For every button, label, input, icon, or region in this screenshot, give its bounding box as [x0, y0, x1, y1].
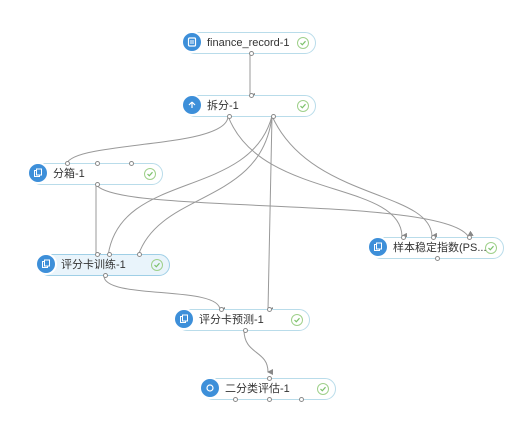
- output-port[interactable]: [233, 397, 238, 402]
- node-scorecard-train[interactable]: 评分卡训练-1: [35, 252, 170, 278]
- output-port[interactable]: [249, 51, 254, 56]
- input-port[interactable]: [249, 93, 254, 98]
- output-port[interactable]: [243, 328, 248, 333]
- node-label: 二分类评估-1: [225, 383, 290, 395]
- edge-split-to-psi-right: [271, 115, 438, 239]
- success-check-icon: [144, 168, 156, 180]
- edge-split-to-predict: [267, 115, 274, 314]
- output-port[interactable]: [299, 397, 304, 402]
- input-port[interactable]: [129, 161, 134, 166]
- node-label: 评分卡预测-1: [199, 314, 264, 326]
- success-check-icon: [317, 383, 329, 395]
- success-check-icon: [291, 314, 303, 326]
- node-label: finance_record-1: [207, 37, 290, 49]
- output-port-left[interactable]: [227, 114, 232, 119]
- input-port[interactable]: [65, 161, 70, 166]
- edge-binning-to-psi: [95, 183, 474, 237]
- node-split[interactable]: 拆分-1: [181, 93, 316, 119]
- copy-icon: [367, 236, 389, 258]
- edge-train-to-predict: [103, 275, 226, 313]
- input-port[interactable]: [267, 376, 272, 381]
- edge-split-to-train-a: [107, 115, 273, 260]
- input-port[interactable]: [107, 252, 112, 257]
- input-port[interactable]: [95, 252, 100, 257]
- node-finance-record[interactable]: finance_record-1: [181, 31, 316, 56]
- edge-split-to-binning: [65, 115, 229, 170]
- copy-icon: [27, 162, 49, 184]
- edge-split-to-psi-left: [227, 115, 408, 239]
- success-check-icon: [151, 259, 163, 271]
- node-label: 分箱-1: [53, 168, 85, 180]
- output-port[interactable]: [267, 397, 272, 402]
- node-binning[interactable]: 分箱-1: [27, 161, 163, 187]
- split-icon: [181, 94, 203, 116]
- input-port[interactable]: [95, 161, 100, 166]
- circle-icon: [199, 377, 221, 399]
- copy-icon: [173, 308, 195, 330]
- output-port[interactable]: [435, 256, 440, 261]
- copy-icon: [35, 253, 57, 275]
- output-port[interactable]: [103, 273, 108, 278]
- node-psi[interactable]: 样本稳定指数(PS...: [367, 235, 504, 261]
- input-port[interactable]: [219, 307, 224, 312]
- edge-split-to-train-b: [137, 115, 273, 261]
- input-port[interactable]: [401, 235, 406, 240]
- node-binary-eval[interactable]: 二分类评估-1: [199, 376, 336, 402]
- input-port[interactable]: [467, 235, 472, 240]
- node-label: 拆分-1: [207, 100, 239, 112]
- input-port[interactable]: [267, 307, 272, 312]
- node-scorecard-predict[interactable]: 评分卡预测-1: [173, 307, 310, 333]
- input-port[interactable]: [137, 252, 142, 257]
- success-check-icon: [297, 100, 309, 112]
- edge-predict-to-eval: [243, 329, 274, 375]
- input-port[interactable]: [431, 235, 436, 240]
- table-icon: [181, 31, 203, 53]
- output-port[interactable]: [95, 182, 100, 187]
- success-check-icon: [297, 37, 309, 49]
- success-check-icon: [485, 242, 497, 254]
- node-label: 评分卡训练-1: [61, 259, 126, 271]
- output-port-right[interactable]: [271, 114, 276, 119]
- node-label: 样本稳定指数(PS...: [393, 242, 487, 254]
